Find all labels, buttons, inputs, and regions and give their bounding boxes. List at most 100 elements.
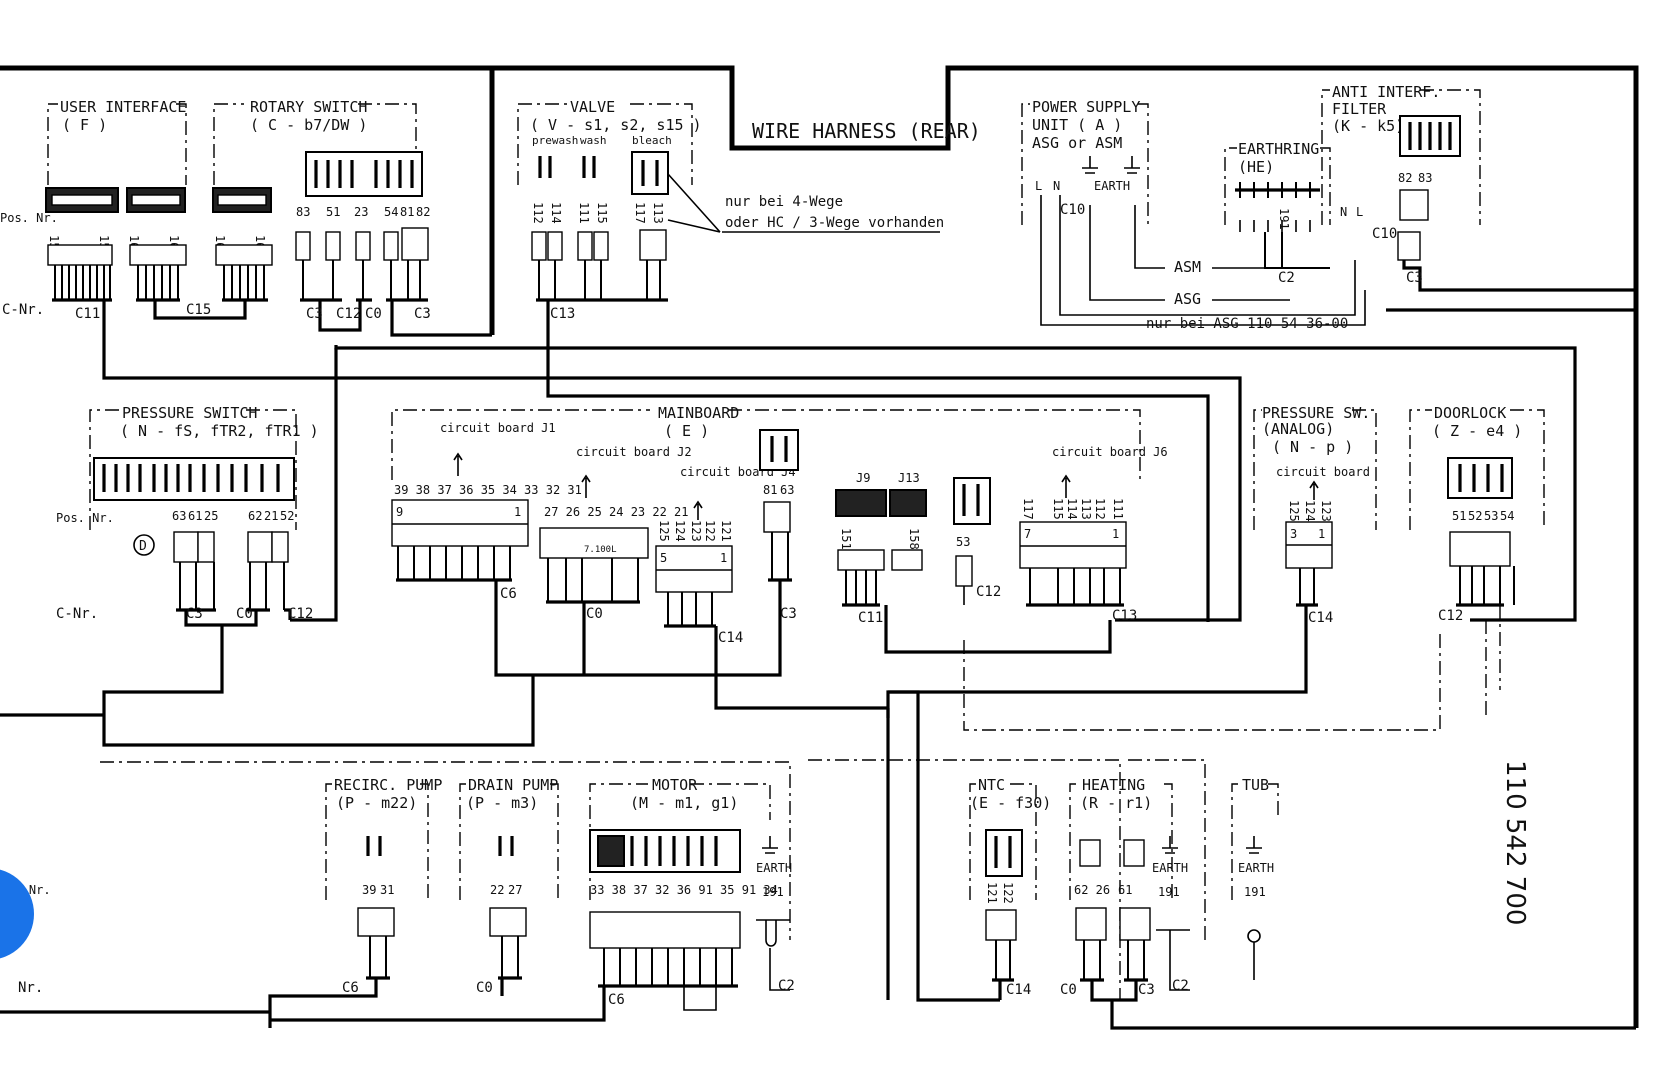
pressure-switch-marker: D [139,539,147,554]
j9-label: J9 [856,471,870,485]
rotary-pin-83: 83 [296,205,310,219]
power-supply-title: POWER SUPPLY [1032,98,1140,116]
doorlock-c12: C12 [1438,608,1463,624]
ntc-block: NTC (E - f30) 121 122 C14 [969,776,1051,1000]
anti-interf-c3: C3 [1406,270,1423,286]
c11-label-mb: C11 [858,610,883,626]
svg-text:7: 7 [1024,527,1031,541]
doorlock-pin-52: 52 [1468,509,1482,523]
pressure-pin-61: 61 [188,509,202,523]
valve-bleach-label: bleach [632,134,672,147]
c6-label-mb: C6 [500,586,517,602]
c12-label-ps: C12 [288,606,313,622]
doorlock-code: ( Z - e4 ) [1432,422,1522,440]
drain-c0: C0 [476,980,493,996]
asg-label: ASG [1174,290,1201,308]
valve-pin-115: 115 [595,202,609,224]
pos-nr-label-top: Pos. Nr. [0,211,58,225]
tub-earth-pin: 191 [1244,885,1266,899]
user-interface-title: USER INTERFACE [60,98,186,116]
part-number: 110 542 700 [1500,760,1530,926]
power-supply-c10: C10 [1060,202,1085,218]
mb-pin-158: 158 [907,528,921,550]
mb-pin-151: 151 [839,528,853,550]
anti-interf-l: L [1356,205,1363,219]
c15-label: C15 [186,302,211,318]
mb-pin-63: 63 [780,483,794,497]
heating-block: HEATING (R - r1) 62 26 61 C0 C3 EARTH 19… [1060,776,1636,1030]
c14-label-mb: C14 [718,630,743,646]
j2-board-marker: 7.100L [584,545,617,555]
pressure-sw-analog-code: ( N - p ) [1272,438,1353,456]
j6-pin-114: 114 [1065,498,1079,520]
power-supply-block: POWER SUPPLY UNIT ( A ) ASG or ASM L N C… [1021,98,1366,332]
j13-label: J13 [898,471,920,485]
pressure-pin-21: 21 [264,509,278,523]
rotary-pin-82: 82 [416,205,430,219]
j2-label: circuit board J2 [576,445,692,459]
j4-pin-122: 122 [703,520,717,542]
valve-prewash-label: prewash [532,134,578,147]
j6-pin-111: 111 [1111,498,1125,520]
tub-earth: EARTH [1238,861,1274,875]
power-supply-unit: UNIT ( A ) [1032,116,1122,134]
rotary-switch-connector [305,151,423,197]
valve-pin-112: 112 [531,202,545,224]
ntc-c14: C14 [1006,982,1031,998]
j4-pin-123: 123 [689,520,703,542]
earthring-pin: 191 [1277,208,1291,230]
c-nr-label-bottom: Nr. [18,980,43,996]
c-nr-label-top: C-Nr. [2,302,44,318]
c0-label-ps: C0 [236,606,253,622]
user-interface-code: ( F ) [62,116,107,134]
j6-label: circuit board J6 [1052,445,1168,459]
motor-block: MOTOR (M - m1, g1) 33 38 37 32 36 91 35 … [270,776,795,1022]
pressure-pin-62: 62 [248,509,262,523]
pressure-switch-title: PRESSURE SWITCH [122,404,257,422]
heating-earth-pin: 191 [1158,885,1180,899]
j4-pin-124: 124 [673,520,687,542]
c3-label-mb: C3 [780,606,797,622]
pressure-pin-25: 25 [204,509,218,523]
earthring-code: (HE) [1238,158,1274,176]
pressure-pin-52: 52 [280,509,294,523]
drain-pump-title: DRAIN PUMP [468,776,558,794]
j6-pin-117: 117 [1021,498,1035,520]
recirc-pump-code: (P - m22) [336,794,417,812]
pressure-pin-63: 63 [172,509,186,523]
mainboard-code: ( E ) [664,422,709,440]
heating-c2: C2 [1172,978,1189,994]
svg-text:1: 1 [1112,527,1119,541]
svg-text:1: 1 [514,505,521,519]
heating-pins: 62 26 [1074,883,1110,897]
rotary-switch-title: ROTARY SWITCH [250,98,367,116]
asm-label: ASM [1174,258,1201,276]
svg-text:1: 1 [720,551,727,565]
j2-pins: 27 26 25 24 23 22 21 [544,505,689,519]
motor-earth: EARTH [756,861,792,875]
j6-pin-112: 112 [1093,498,1107,520]
svg-text:9: 9 [396,505,403,519]
motor-title: MOTOR [652,776,698,794]
note-line-1: nur bei 4-Wege [725,194,843,210]
recirc-pin-31: 31 [380,883,394,897]
recirc-pin-39: 39 [362,883,376,897]
note-line-2: oder HC / 3-Wege vorhanden [725,215,944,231]
c13-label-top: C13 [550,306,575,322]
anti-interf-pin-83: 83 [1418,171,1432,185]
j4-pin-121: 121 [719,520,733,542]
anti-interf-title: ANTI INTERF. [1332,83,1440,101]
heating-title: HEATING [1082,776,1145,794]
c-nr-label-mid: C-Nr. [56,606,98,622]
c0-label-top: C0 [365,306,382,322]
tub-title: TUB [1242,776,1269,794]
recirc-pump-block: RECIRC. PUMP (P - m22) 39 31 C6 [0,776,442,1028]
asg-note: nur bei ASG 110 54 36-00 [1146,316,1348,332]
motor-code: (M - m1, g1) [630,794,738,812]
pressure-sw-analog-sub: (ANALOG) [1262,420,1334,438]
svg-text:5: 5 [660,551,667,565]
pressure-switch-block: PRESSURE SWITCH ( N - fS, fTR2, fTR1 ) 6… [0,404,535,747]
psa-pin-123: 123 [1319,500,1333,522]
pressure-sw-analog-block: PRESSURE SW. (ANALOG) ( N - p ) circuit … [886,404,1377,1000]
